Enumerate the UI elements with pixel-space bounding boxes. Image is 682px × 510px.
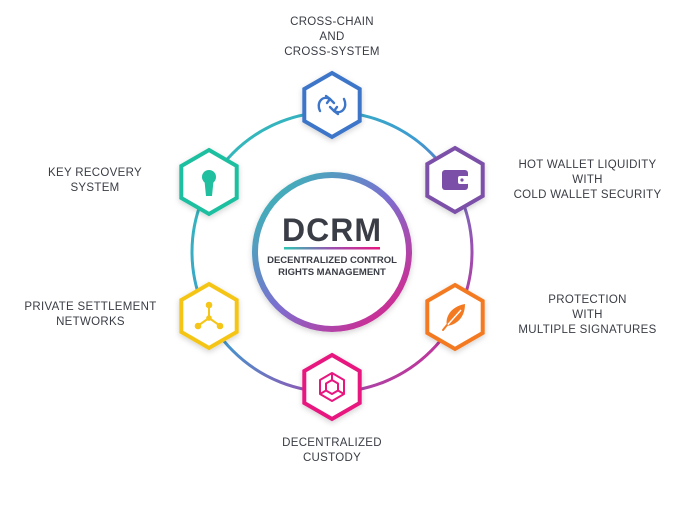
center-underline <box>284 247 380 250</box>
center-subtitle-line1: DECENTRALIZED CONTROL <box>267 255 397 266</box>
label-cross-chain: CROSS-CHAIN AND CROSS-SYSTEM <box>284 16 380 58</box>
cube-icon <box>319 372 345 402</box>
node-cross-chain[interactable] <box>302 70 362 140</box>
center-badge: DCRM DECENTRALIZED CONTROL RIGHTS MANAGE… <box>252 172 412 332</box>
node-settlement[interactable] <box>179 281 239 351</box>
wallet-icon <box>442 170 469 190</box>
label-hot-wallet: HOT WALLET LIQUIDITY WITH COLD WALLET SE… <box>513 159 662 201</box>
label-settlement: PRIVATE SETTLEMENT NETWORKS <box>24 301 157 328</box>
label-key-recovery: KEY RECOVERY SYSTEM <box>48 167 142 194</box>
center-subtitle-line2: RIGHTS MANAGEMENT <box>278 267 386 278</box>
label-multi-sig: PROTECTION WITH MULTIPLE SIGNATURES <box>518 294 657 336</box>
label-custody: DECENTRALIZED CUSTODY <box>282 437 382 464</box>
node-hot-wallet[interactable] <box>425 145 485 215</box>
keyhole-icon <box>202 170 216 196</box>
node-multi-sig[interactable] <box>425 282 485 352</box>
network-nodes-icon <box>194 301 224 330</box>
node-custody[interactable] <box>302 352 362 422</box>
feather-quill-icon <box>442 304 465 331</box>
cross-chain-arrows-icon <box>317 94 347 116</box>
node-key-recovery[interactable] <box>179 147 239 217</box>
center-title: DCRM <box>282 212 382 248</box>
